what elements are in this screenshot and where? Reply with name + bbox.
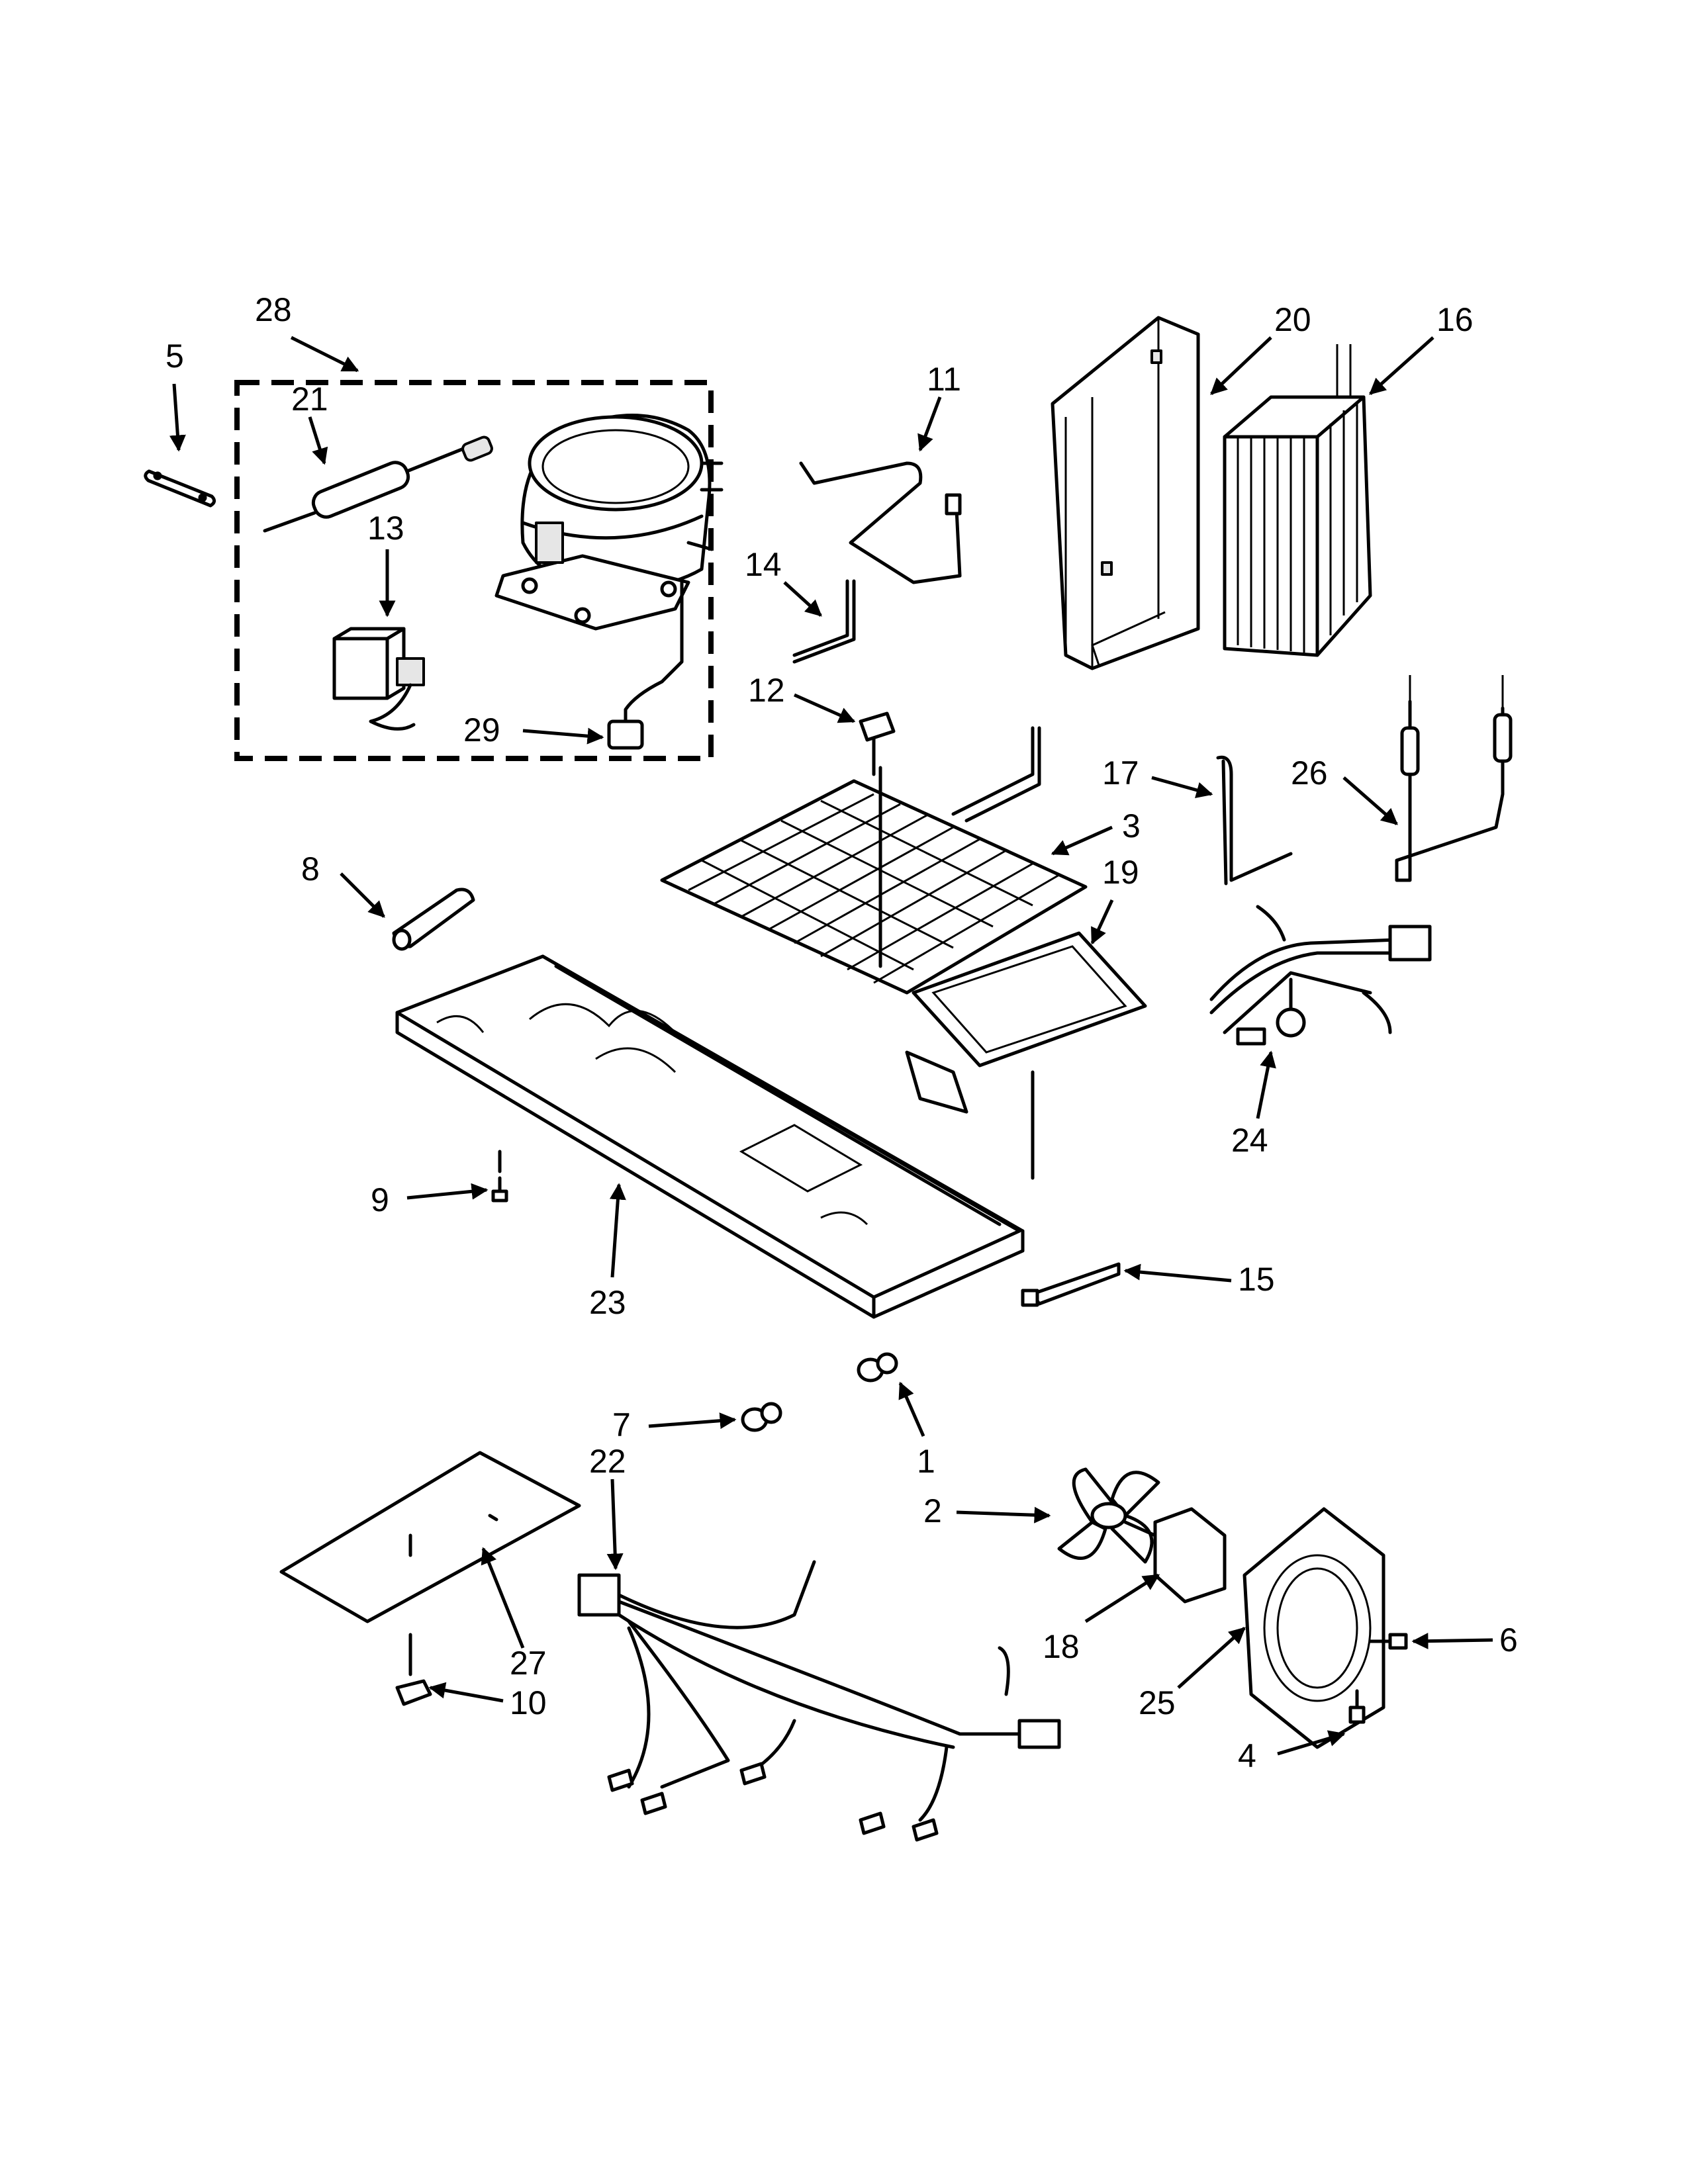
part-8-insulation: [392, 887, 475, 951]
part-10-clip: [395, 1679, 432, 1706]
callout-12: 12: [748, 672, 785, 709]
part-24-power-harness: [1209, 905, 1432, 1046]
callout-29: 29: [463, 711, 500, 749]
part-17-tube: [1216, 755, 1293, 886]
callout-8: 8: [301, 850, 320, 887]
callout-27: 27: [510, 1645, 547, 1682]
part-6-screw: [1368, 1633, 1408, 1650]
part-22-wire-harness: [577, 1560, 1061, 1842]
part-14-tube: [792, 579, 856, 664]
callout-22: 22: [589, 1443, 626, 1480]
callout-20: 20: [1274, 301, 1311, 338]
callout-2: 2: [923, 1492, 942, 1529]
part-18-fan-motor: [1123, 1507, 1227, 1604]
part-7-grommet: [741, 1402, 782, 1432]
part-21-drier: [263, 435, 493, 533]
callout-13: 13: [367, 510, 404, 547]
callout-28: 28: [255, 291, 292, 328]
callout-15: 15: [1238, 1261, 1275, 1298]
leader-lines: [169, 336, 1493, 1756]
callout-9: 9: [371, 1181, 389, 1218]
callout-1: 1: [917, 1443, 935, 1480]
callout-11: 11: [927, 361, 961, 398]
compressor-kit-boundary: [234, 380, 714, 761]
part-2-fan-blade: [1057, 1467, 1160, 1564]
callout-19: 19: [1102, 854, 1139, 891]
callout-14: 14: [745, 546, 782, 583]
compressor: [494, 414, 724, 631]
part-3-evaporator-coil: [660, 726, 1088, 995]
part-13-relay: [332, 627, 425, 731]
part-9-screw: [491, 1150, 508, 1203]
callout-16: 16: [1436, 301, 1474, 338]
callout-4: 4: [1238, 1737, 1256, 1774]
callout-24: 24: [1231, 1122, 1268, 1159]
callout-3: 3: [1122, 807, 1141, 844]
part-1-grommet: [857, 1352, 898, 1383]
part-16-evaporator: [1223, 344, 1372, 657]
callout-25: 25: [1139, 1684, 1176, 1721]
callout-7: 7: [612, 1406, 631, 1443]
part-29-grommet: [607, 580, 684, 750]
callout-17: 17: [1102, 754, 1139, 792]
callout-6: 6: [1499, 1621, 1518, 1659]
part-27-insulation-sheet: [279, 1451, 581, 1676]
callout-5: 5: [165, 338, 184, 375]
callout-labels: 28 5 21 13 29 11 14 12 20 16 3 19 17 26 …: [165, 291, 1518, 1774]
callout-18: 18: [1043, 1628, 1080, 1665]
part-25-fan-shroud: [1243, 1507, 1385, 1749]
part-4-screw: [1348, 1689, 1366, 1724]
callout-21: 21: [291, 381, 328, 418]
callout-23: 23: [589, 1284, 626, 1321]
part-5-bracket: [144, 469, 216, 508]
part-15-cable-tie: [1021, 1262, 1121, 1307]
part-20-evaporator-cover: [1051, 316, 1200, 670]
callout-26: 26: [1291, 754, 1328, 792]
part-26-tube-assembly: [1395, 675, 1513, 882]
part-23-base-plate: [395, 954, 1025, 1319]
callout-10: 10: [510, 1684, 547, 1721]
part-12-clip: [859, 711, 896, 776]
part-19-drain-tray: [905, 931, 1147, 1180]
part-11-tube: [799, 461, 962, 584]
